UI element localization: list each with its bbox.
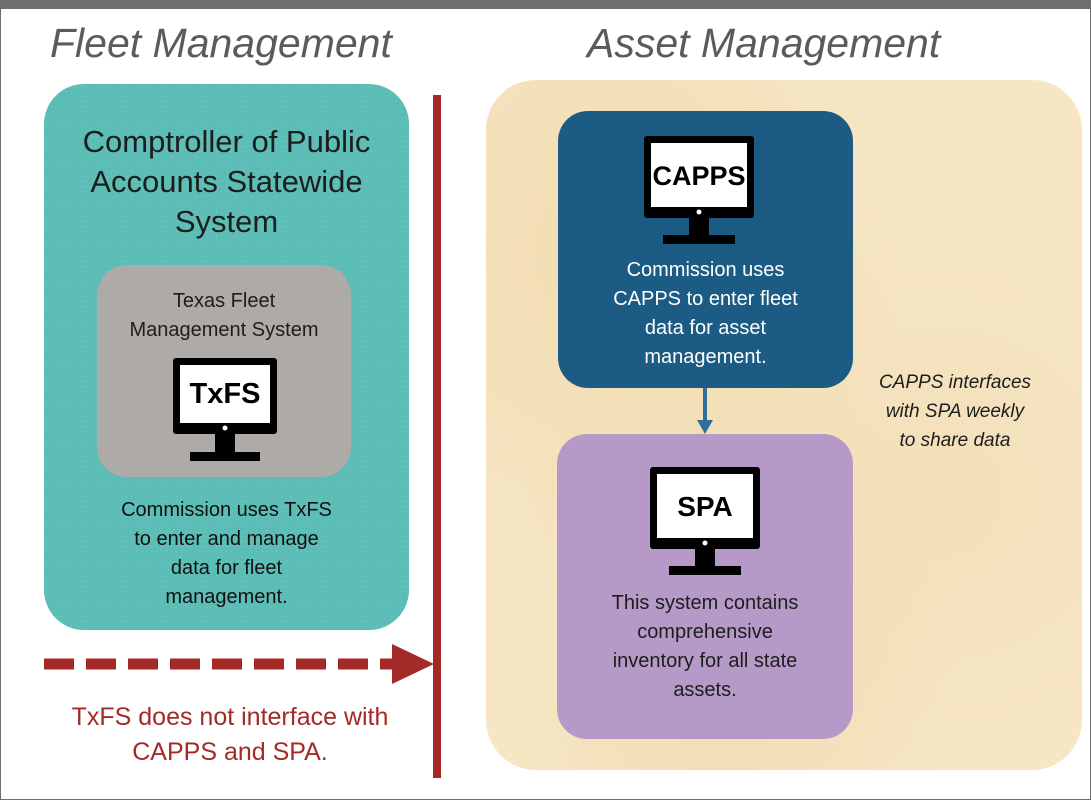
comptroller-title-line: System [174, 204, 279, 239]
no-interface-note: TxFS does not interface with CAPPS and S… [20, 700, 440, 770]
spa-note: This system contains comprehensive inven… [557, 589, 853, 705]
capps-spa-interface-note: CAPPS interfaces with SPA weekly to shar… [860, 368, 1050, 455]
comptroller-title: Comptroller of Public Accounts Statewide… [44, 122, 409, 242]
comptroller-title-line: Comptroller of Public [82, 124, 371, 159]
capps-screen-text: CAPPS [652, 161, 745, 191]
spa-note-line: This system contains [611, 592, 799, 614]
txfs-note-line: Commission uses TxFS [121, 499, 332, 521]
comptroller-title-line: Accounts Statewide [90, 164, 363, 199]
spa-note-line: inventory for all state [612, 650, 798, 672]
txfs-note-line: management. [165, 586, 288, 608]
spa-note-line: assets. [673, 679, 737, 701]
dashed-arrow-icon [44, 644, 434, 684]
comptroller-panel: Comptroller of Public Accounts Statewide… [44, 84, 409, 630]
txfs-label-line: Texas Fleet [172, 290, 276, 312]
txfs-note: Commission uses TxFS to enter and manage… [44, 496, 409, 612]
monitor-icon: TxFS [173, 358, 277, 461]
top-border [0, 0, 1091, 9]
txfs-label: Texas Fleet Management System [97, 287, 351, 345]
no-interface-line: CAPPS and SPA. [132, 738, 328, 766]
txfs-note-line: data for fleet [170, 557, 283, 579]
spa-box: SPA This system contains comprehensive i… [557, 434, 853, 739]
down-arrow-icon [697, 388, 713, 434]
txfs-screen-text: TxFS [190, 378, 261, 410]
txfs-label-line: Management System [129, 319, 319, 341]
monitor-icon: SPA [650, 467, 760, 575]
spa-screen-text: SPA [677, 491, 733, 522]
capps-note-line: data for asset [644, 317, 767, 339]
section-divider [433, 95, 441, 778]
fleet-management-title: Fleet Management [50, 20, 392, 66]
spa-note-line: comprehensive [637, 621, 773, 643]
interface-note-line: CAPPS interfaces [878, 372, 1032, 393]
monitor-icon: CAPPS [644, 136, 754, 244]
capps-note-line: management. [644, 346, 767, 368]
txfs-box: Texas Fleet Management System TxFS [97, 265, 351, 477]
no-interface-line: TxFS does not interface with [71, 703, 389, 731]
interface-note-line: to share data [899, 430, 1011, 451]
txfs-note-line: to enter and manage [134, 528, 319, 550]
capps-box: CAPPS Commission uses CAPPS to enter fle… [558, 111, 853, 388]
capps-note-line: CAPPS to enter fleet [613, 288, 798, 310]
capps-note: Commission uses CAPPS to enter fleet dat… [558, 256, 853, 372]
capps-note-line: Commission uses [626, 259, 785, 281]
interface-note-line: with SPA weekly [885, 401, 1025, 422]
asset-management-title: Asset Management [587, 20, 941, 66]
